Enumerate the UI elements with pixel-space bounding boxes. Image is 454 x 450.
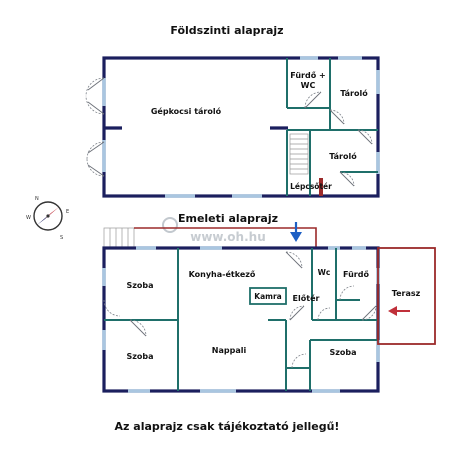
door-leaf bbox=[329, 109, 345, 125]
room-label-stairwell: Lépcsőtér bbox=[290, 182, 332, 191]
room-label-szoba-top-left: Szoba bbox=[126, 281, 153, 290]
room-label-szoba-right: Szoba bbox=[329, 348, 356, 357]
door-leaf bbox=[87, 101, 105, 115]
door-leaf bbox=[87, 164, 105, 177]
room-label-bathroom-line1: Fürdő + bbox=[290, 71, 325, 80]
balcony-railing bbox=[134, 227, 317, 248]
ground-floor-title: Földszinti alaprajz bbox=[170, 24, 283, 37]
door-leaf bbox=[129, 319, 147, 337]
compass-label-n: N bbox=[35, 196, 39, 202]
room-label-kitchen: Konyha-étkező bbox=[189, 269, 256, 279]
room-label-wc: Wc bbox=[318, 268, 331, 277]
door-swing bbox=[339, 285, 355, 301]
door-swing bbox=[85, 95, 105, 115]
ground-floor-plan: Gépkocsi tároló Fürdő + WC Tároló Tároló… bbox=[85, 56, 380, 198]
compass-label-s: S bbox=[60, 235, 63, 241]
room-label-garage: Gépkocsi tároló bbox=[151, 106, 222, 116]
door-swing bbox=[357, 129, 373, 145]
door-leaf bbox=[304, 91, 322, 109]
room-label-bathroom-line2: WC bbox=[301, 81, 316, 90]
door-swing bbox=[86, 141, 105, 160]
door-swing bbox=[129, 319, 147, 337]
room-label-living: Nappali bbox=[212, 346, 247, 355]
room-label-terrace: Terasz bbox=[392, 289, 421, 298]
room-label-hall: Előtér bbox=[293, 293, 320, 303]
door-swing bbox=[304, 91, 322, 109]
compass-icon: N E S W bbox=[26, 196, 69, 241]
room-label-storage-bottom: Tároló bbox=[329, 151, 357, 161]
door-leaf bbox=[289, 305, 305, 321]
door-swing bbox=[361, 305, 377, 321]
disclaimer-text: Az alaprajz csak tájékoztató jellegű! bbox=[115, 420, 340, 433]
door-leaf bbox=[87, 77, 105, 91]
compass-label-w: W bbox=[26, 215, 31, 221]
door-swing bbox=[289, 305, 305, 321]
door-leaf bbox=[285, 251, 303, 269]
door-swing bbox=[329, 109, 345, 125]
door-swing bbox=[86, 158, 105, 177]
door-leaf bbox=[339, 171, 355, 187]
door-leaf bbox=[357, 129, 373, 145]
terrace-outline bbox=[377, 247, 436, 345]
door-swing bbox=[339, 171, 355, 187]
terrace-entry-arrow-icon bbox=[388, 306, 410, 316]
door-leaf bbox=[361, 305, 377, 321]
stair-landing-marker bbox=[319, 178, 323, 196]
room-label-szoba-bottom-left: Szoba bbox=[126, 352, 153, 361]
entrance-arrow-icon bbox=[290, 222, 302, 242]
door-swing bbox=[317, 307, 331, 321]
door-swing bbox=[291, 353, 307, 369]
door-swing bbox=[285, 251, 303, 269]
room-label-bathroom-upper: Fürdő bbox=[343, 270, 369, 279]
door-swing bbox=[85, 77, 105, 97]
door-leaf bbox=[87, 141, 105, 154]
upper-floor-title: Emeleti alaprajz bbox=[178, 212, 278, 225]
room-label-storage-top: Tároló bbox=[340, 88, 368, 98]
compass-label-e: E bbox=[66, 209, 69, 215]
room-label-pantry: Kamra bbox=[254, 292, 281, 301]
watermark-text: www.oh.hu bbox=[190, 230, 265, 244]
pantry-box bbox=[249, 287, 287, 305]
upper-floor-external-stairs bbox=[103, 227, 135, 249]
ground-floor-outer-wall bbox=[102, 56, 380, 198]
upper-floor-plan: Szoba Szoba Konyha-étkező Kamra Nappali … bbox=[102, 222, 436, 393]
door-swing bbox=[103, 299, 121, 317]
watermark-logo-icon bbox=[162, 217, 178, 233]
ground-floor-stairs bbox=[289, 133, 309, 175]
